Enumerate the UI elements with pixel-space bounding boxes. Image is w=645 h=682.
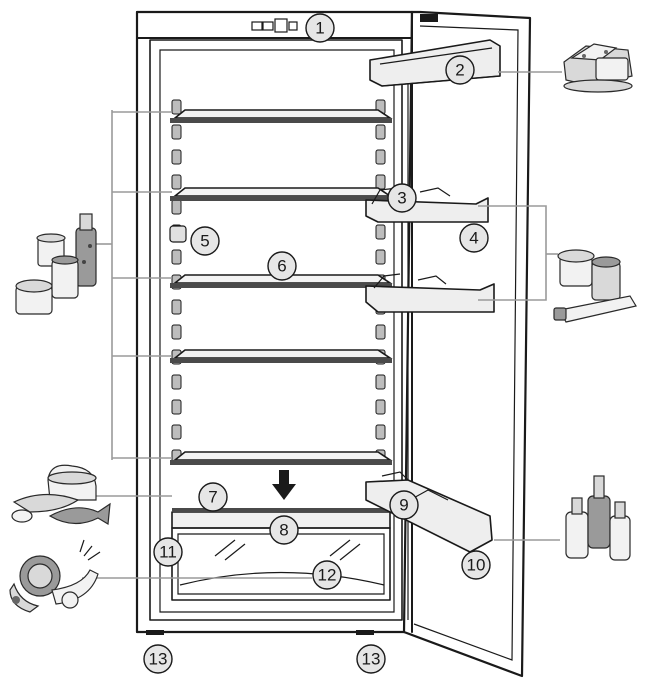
svg-text:7: 7 (208, 488, 217, 507)
marker-4: 4 (459, 223, 489, 253)
svg-text:12: 12 (318, 566, 337, 585)
shelf-5 (170, 451, 393, 465)
svg-text:3: 3 (397, 189, 406, 208)
shelf-4 (170, 349, 393, 363)
svg-text:13: 13 (362, 650, 381, 669)
glass-shelves (170, 109, 393, 465)
interior-light (169, 225, 187, 243)
marker-7: 7 (198, 482, 228, 512)
shelf-1 (170, 109, 393, 123)
marker-8: 8 (269, 515, 299, 545)
jars-bottle-icon (15, 213, 97, 315)
preserves-tube-icon (553, 249, 637, 323)
marker-10: 10 (461, 550, 491, 580)
marker-9: 9 (389, 490, 419, 520)
left-foot (146, 630, 164, 635)
svg-text:8: 8 (279, 521, 288, 540)
svg-text:10: 10 (467, 556, 486, 575)
svg-text:6: 6 (277, 257, 286, 276)
bottles-icon (565, 475, 631, 561)
shelf-2 (170, 187, 393, 201)
marker-6: 6 (267, 251, 297, 281)
callout-lines (82, 71, 562, 579)
right-foot (356, 630, 374, 635)
door-rack-middle (365, 273, 495, 313)
svg-text:1: 1 (315, 19, 324, 38)
marker-12: 12 (312, 560, 342, 590)
svg-text:2: 2 (455, 61, 464, 80)
marker-2: 2 (445, 55, 475, 85)
marker-13-right: 13 (356, 644, 386, 674)
marker-1: 1 (305, 13, 335, 43)
svg-text:9: 9 (399, 496, 408, 515)
svg-text:13: 13 (149, 650, 168, 669)
cheese-butter-icon (563, 43, 633, 93)
svg-text:11: 11 (159, 543, 177, 562)
down-arrow-icon (272, 470, 296, 500)
marker-5: 5 (190, 226, 220, 256)
marker-3: 3 (387, 183, 417, 213)
svg-text:4: 4 (469, 229, 478, 248)
fish-meat-icon (11, 464, 111, 526)
control-panel (251, 18, 298, 33)
vegetables-icon (9, 539, 101, 613)
marker-11: 11 (153, 537, 183, 567)
svg-text:5: 5 (200, 232, 209, 251)
marker-13-left: 13 (143, 644, 173, 674)
